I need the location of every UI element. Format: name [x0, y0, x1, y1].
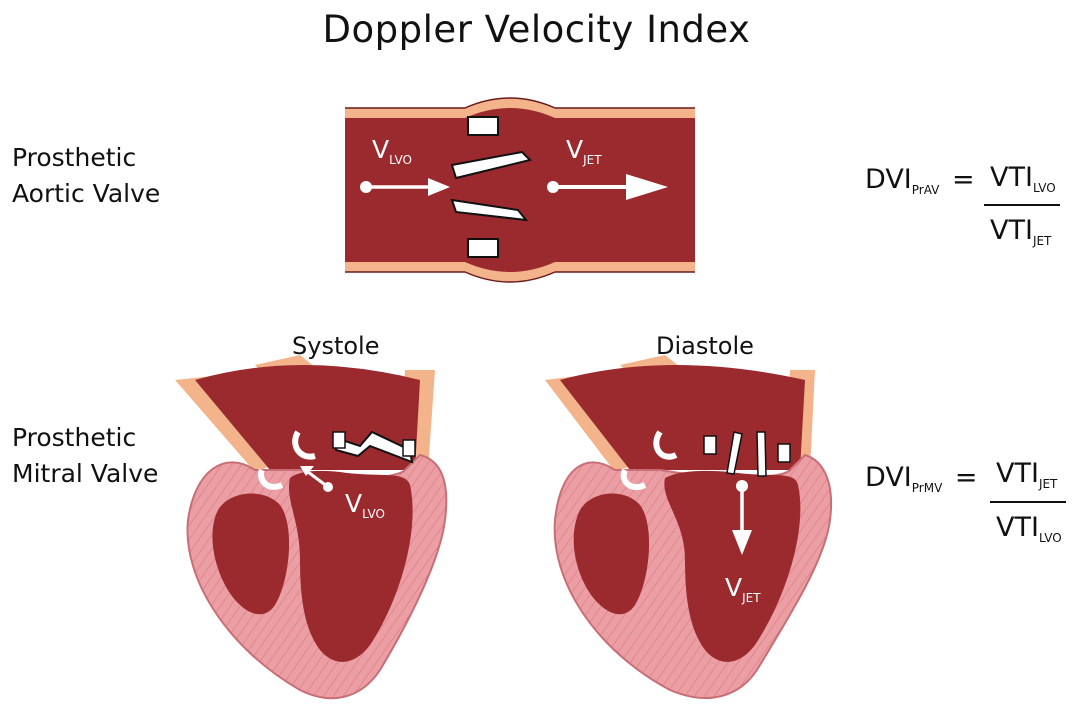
- aortic-fraction-bar: [984, 204, 1060, 206]
- diastole-leaflet-right: [757, 432, 766, 476]
- mitral-formula-numerator: VTIJET: [996, 458, 1057, 491]
- systole-heart: [175, 355, 446, 698]
- systole-ring-block-right: [403, 440, 415, 456]
- aortic-sewing-ring-bottom: [468, 239, 498, 257]
- mitral-fraction-bar: [990, 501, 1066, 503]
- systole-ring-block-left: [333, 432, 345, 448]
- diastole-heart: [545, 355, 831, 698]
- mitral-formula-lhs: DVIPrMV =: [865, 462, 978, 495]
- mitral-formula-denominator: VTILVO: [996, 512, 1062, 545]
- aortic-sewing-ring-top: [468, 117, 498, 135]
- aortic-formula-lhs: DVIPrAV =: [865, 164, 975, 197]
- diastole-ring-block-right: [778, 444, 790, 462]
- diastole-ring-block-left: [704, 436, 716, 454]
- aortic-formula-numerator: VTILVO: [990, 162, 1056, 195]
- aortic-formula-denominator: VTIJET: [990, 215, 1051, 248]
